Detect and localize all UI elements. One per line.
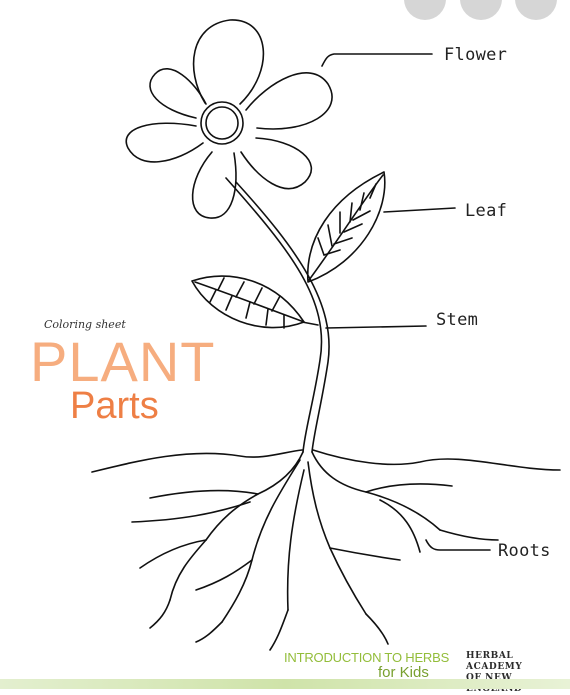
plant-title: PLANT bbox=[30, 332, 216, 392]
parts-title: Parts bbox=[70, 385, 159, 427]
flower-center-inner bbox=[206, 107, 238, 139]
roots bbox=[132, 452, 498, 650]
roots-leader-line bbox=[426, 540, 490, 550]
ground-line bbox=[92, 450, 560, 472]
flower-label: Flower bbox=[444, 45, 507, 65]
stem bbox=[226, 178, 329, 452]
flower-leader-line bbox=[322, 54, 432, 66]
upper-leaf bbox=[308, 172, 385, 282]
label-leader-lines bbox=[322, 54, 490, 550]
leaf-leader-line bbox=[384, 208, 455, 212]
flower-center bbox=[201, 102, 243, 144]
publisher-line-1: HERBAL ACADEMY bbox=[466, 651, 570, 673]
leaf-label: Leaf bbox=[465, 201, 507, 221]
flower-petals bbox=[126, 20, 332, 218]
lower-leaf bbox=[192, 276, 318, 328]
stem-label: Stem bbox=[436, 310, 478, 330]
stem-leader-line bbox=[326, 326, 426, 328]
roots-label: Roots bbox=[498, 541, 551, 561]
footer-green-band bbox=[0, 679, 570, 689]
course-title: INTRODUCTION TO HERBS bbox=[284, 650, 449, 665]
